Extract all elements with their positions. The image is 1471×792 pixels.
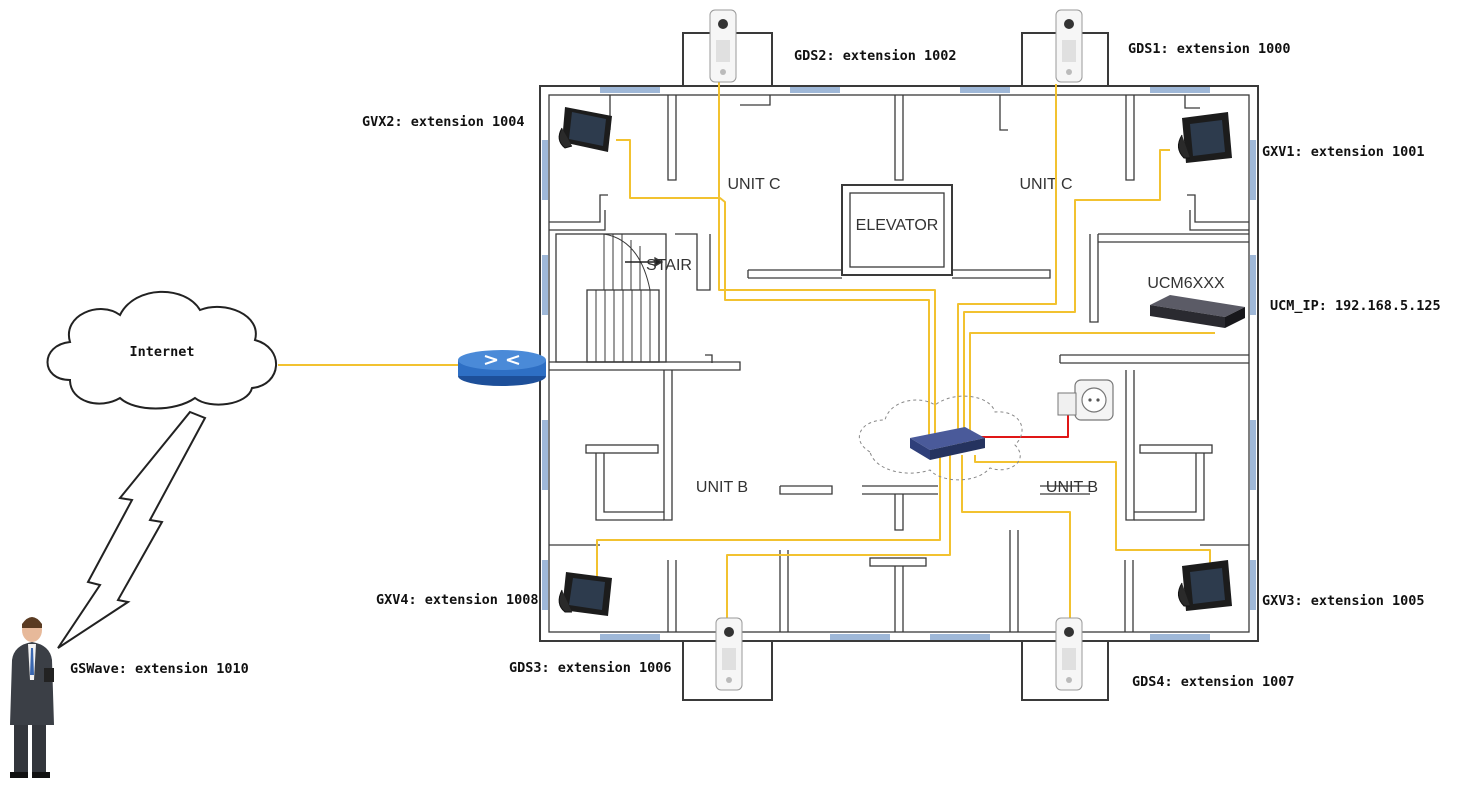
gxv1-label: GXV1: extension 1001 <box>1262 144 1425 160</box>
gxv3-label: GXV3: extension 1005 <box>1262 593 1425 609</box>
cables <box>278 82 1215 640</box>
ucm-server: UCM6XXX <box>1147 275 1245 328</box>
gds3-label: GDS3: extension 1006 <box>509 660 672 676</box>
gxv2-label: GVX2: extension 1004 <box>362 114 525 130</box>
router-icon <box>458 350 546 370</box>
internet-label: Internet <box>129 344 194 360</box>
mobile-user-icon <box>10 617 54 778</box>
ucm-ip-label: UCM_IP: 192.168.5.125 <box>1270 298 1441 314</box>
room-label-unit-b-left: UNIT B <box>696 479 748 496</box>
gds3-device <box>715 617 743 691</box>
room-label-stair: STAIR <box>646 257 692 274</box>
gds2-device <box>709 9 737 83</box>
gds1-label: GDS1: extension 1000 <box>1128 41 1291 57</box>
interior-walls <box>549 95 1249 632</box>
gxv1-device <box>1178 112 1232 163</box>
gds1-device <box>1055 9 1083 83</box>
ucm-model-label: UCM6XXX <box>1147 275 1225 292</box>
gswave-label: GSWave: extension 1010 <box>70 661 249 677</box>
room-label-unit-c-right: UNIT C <box>1019 176 1072 193</box>
switch-zone-outline <box>858 395 1023 481</box>
gxv3-device <box>1178 560 1232 611</box>
stair-steps <box>587 233 651 362</box>
room-label-unit-c-left: UNIT C <box>727 176 780 193</box>
gxv4-label: GXV4: extension 1008 <box>376 592 539 608</box>
pbx-server-icon <box>1150 305 1225 328</box>
network-switch <box>910 427 985 460</box>
windows <box>542 87 1256 640</box>
room-label-unit-b-right: UNIT B <box>1046 479 1098 496</box>
power-outlet <box>1057 379 1114 421</box>
cloud-icon <box>46 290 277 410</box>
floor-plan: UNIT C UNIT C UNIT B UNIT B ELEVATOR STA… <box>539 32 1259 701</box>
device-labels: GDS2: extension 1002 GDS1: extension 100… <box>70 41 1425 690</box>
gxv4-device <box>558 572 612 616</box>
gswave-user <box>10 617 54 778</box>
wireless-link-icon <box>57 410 207 649</box>
internet-cloud: Internet <box>46 290 277 410</box>
router <box>458 350 546 386</box>
gds4-label: GDS4: extension 1007 <box>1132 674 1295 690</box>
gds4-device <box>1055 617 1083 691</box>
room-label-elevator: ELEVATOR <box>856 217 939 234</box>
gxv2-device <box>558 107 612 152</box>
network-switch-icon <box>910 427 985 450</box>
gds2-label: GDS2: extension 1002 <box>794 48 957 64</box>
